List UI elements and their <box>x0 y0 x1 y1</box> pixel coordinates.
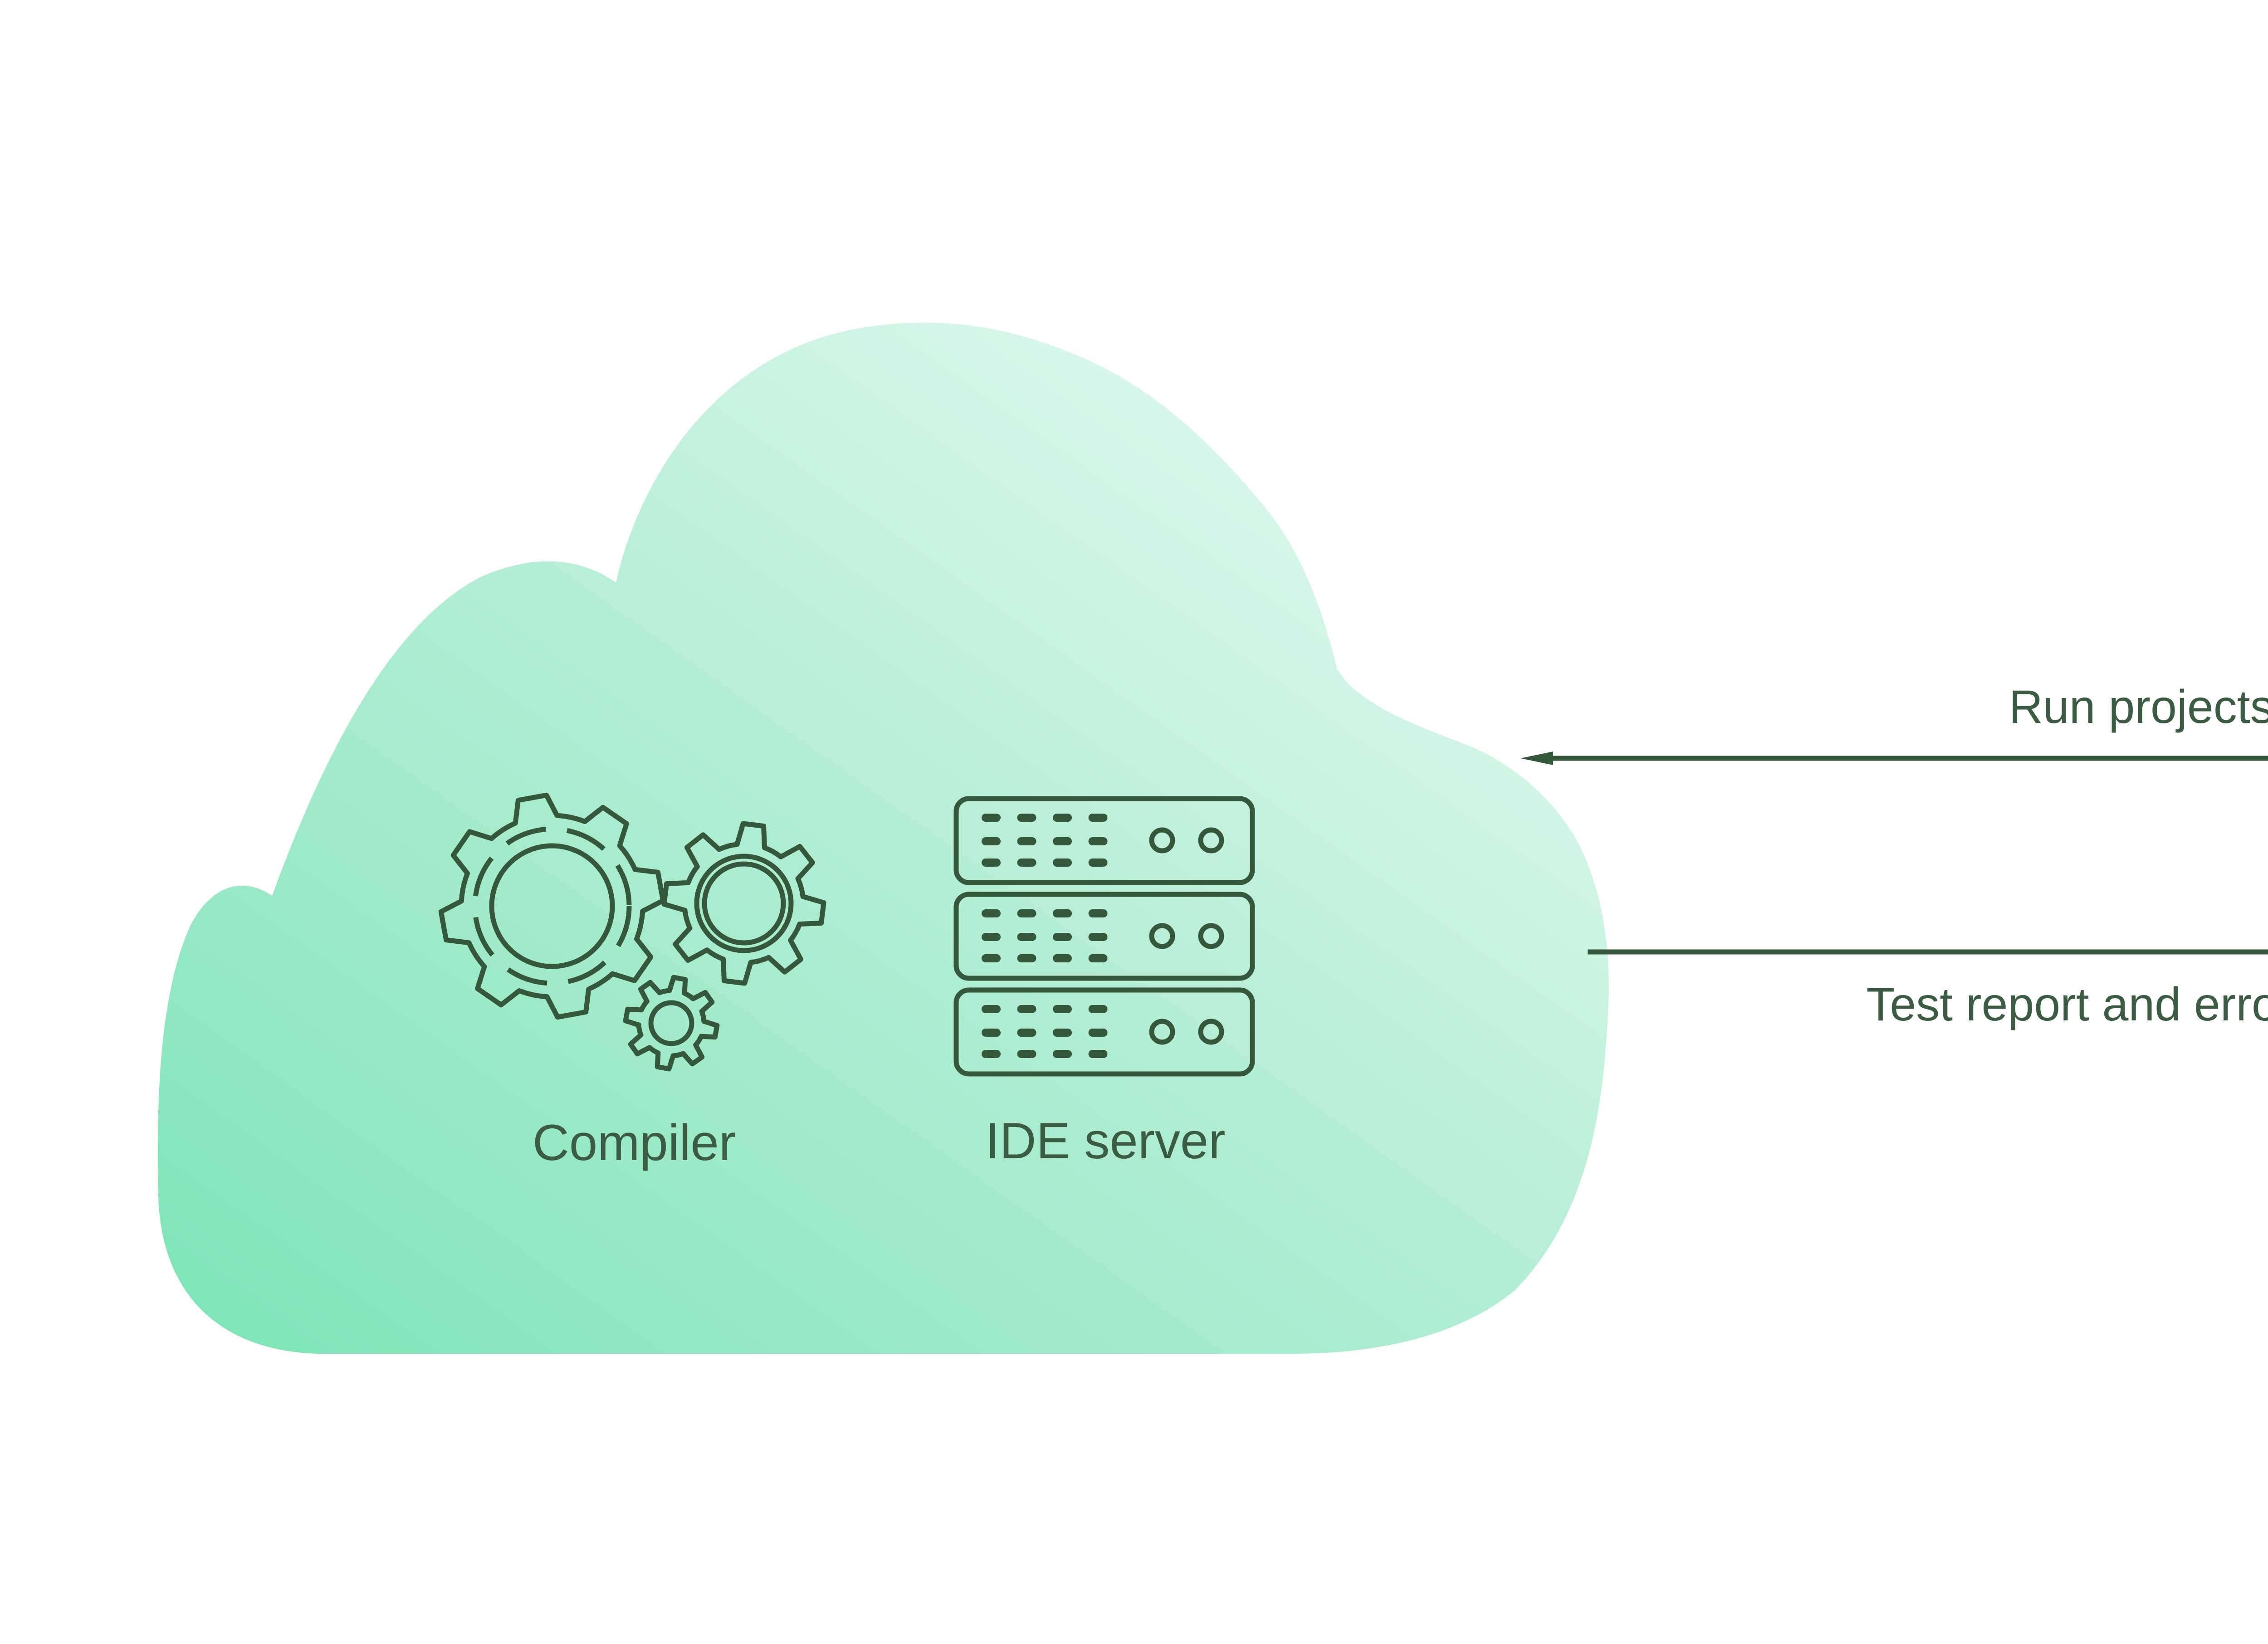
server-port-circle <box>1198 923 1224 949</box>
server-led-dash <box>1053 1050 1072 1058</box>
gear-large-dashed-ring <box>472 826 632 986</box>
server-unit <box>953 796 1255 885</box>
compiler-label: Compiler <box>532 1114 736 1171</box>
server-led-dash <box>982 909 1001 917</box>
server-led-dash <box>1017 1005 1036 1013</box>
server-led-dash <box>982 954 1001 962</box>
server-led-dash <box>982 1005 1001 1013</box>
server-led-dash <box>1053 954 1072 962</box>
arrow-run-tests <box>1520 751 2268 765</box>
arrow-left-icon <box>1520 751 1553 765</box>
gear-medium-ring-outer <box>694 854 794 953</box>
server-led-dash <box>982 814 1001 822</box>
server-port-circle <box>1198 827 1224 854</box>
server-led-dash <box>1088 954 1108 962</box>
gear-large-hub <box>489 843 615 969</box>
flow-label-run-tests: Run projects tests <box>2009 681 2268 733</box>
server-unit <box>953 892 1255 981</box>
server-led-dash <box>1053 837 1072 845</box>
server-led-dash <box>1017 909 1036 917</box>
server-led-dash <box>1053 1029 1072 1037</box>
server-led-dash <box>1088 837 1108 845</box>
server-led-dash <box>1088 1050 1108 1058</box>
server-led-dash <box>1017 933 1036 941</box>
server-port-circle <box>1198 1019 1224 1045</box>
gear-medium <box>661 821 826 986</box>
server-led-dash <box>982 1050 1001 1058</box>
server-led-dash <box>1017 1029 1036 1037</box>
server-led-dash <box>1053 859 1072 867</box>
server-led-dash <box>1017 859 1036 867</box>
arrow-test-report <box>1588 949 2268 955</box>
server-port-circle <box>1149 923 1175 949</box>
server-led-dash <box>982 837 1001 845</box>
server-led-dash <box>982 1029 1001 1037</box>
server-led-dash <box>1088 933 1108 941</box>
arrow-line <box>1553 756 2268 761</box>
server-unit <box>953 987 1255 1077</box>
server-led-dash <box>982 859 1001 867</box>
server-port-circle <box>1149 827 1175 854</box>
server-led-dash <box>1017 954 1036 962</box>
server-led-dash <box>1053 1005 1072 1013</box>
server-led-dash <box>1053 814 1072 822</box>
server-led-dash <box>1053 933 1072 941</box>
gear-medium-ring-inner <box>702 861 786 946</box>
server-led-dash <box>1088 859 1108 867</box>
gear-small <box>623 975 720 1072</box>
server-port-circle <box>1149 1019 1175 1045</box>
server-led-dash <box>982 933 1001 941</box>
gear-small-hub <box>648 1000 694 1046</box>
cloud-shape <box>157 322 1609 1354</box>
ide-server-label: IDE server <box>985 1112 1226 1169</box>
server-led-dash <box>1088 814 1108 822</box>
server-led-dash <box>1053 909 1072 917</box>
server-led-dash <box>1088 909 1108 917</box>
gear-large <box>438 792 666 1020</box>
server-led-dash <box>1017 837 1036 845</box>
server-led-dash <box>1088 1029 1108 1037</box>
server-rack-icon <box>953 796 1255 1077</box>
server-led-dash <box>1088 1005 1108 1013</box>
server-led-dash <box>1017 1050 1036 1058</box>
server-led-dash <box>1017 814 1036 822</box>
gears-icon <box>438 792 826 1072</box>
flow-label-test-report: Test report and error diagnostics <box>1866 978 2268 1031</box>
